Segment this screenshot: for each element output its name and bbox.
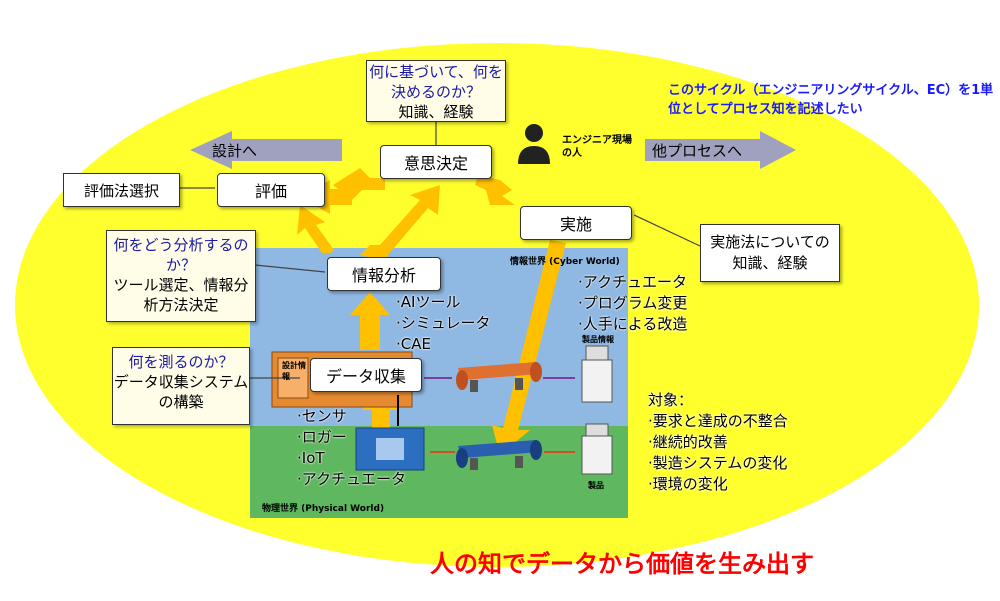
physical-world-area [250, 426, 628, 518]
arrow-machine-to-collection [362, 388, 400, 430]
product-label: 製品 [588, 481, 604, 490]
target-item: ·環境の変化 [648, 475, 728, 493]
question-analysis-text: 何をどう分析するのか？ [113, 236, 249, 274]
machine-tool [355, 427, 425, 471]
analysis-box: 情報分析 [327, 257, 441, 291]
action-item: ·プログラム変更 [578, 294, 688, 312]
engineer-head [525, 124, 543, 142]
sensor-list: ·センサ ·ロガー ·IoT ·アクチュエータ [297, 406, 406, 490]
tools-item: ·CAE [396, 335, 431, 353]
arrow-implementation-to-line [492, 240, 566, 455]
product-info-label: 製品情報 [582, 335, 614, 344]
tools-item: ·AIツール [396, 293, 461, 311]
question-decision-text: 何に基づいて、何を決めるのか？ [369, 63, 503, 101]
target-title: 対象： [648, 391, 694, 409]
sensor-item: ·センサ [297, 407, 347, 425]
question-decision-note: 何に基づいて、何を決めるのか？ 知識、経験 [366, 60, 506, 122]
question-measure-answer: データ収集システムの構築 [113, 373, 249, 411]
arrow-analysis-to-evaluation [297, 205, 334, 253]
sensor-item: ·アクチュエータ [297, 470, 407, 488]
tools-list: ·AIツール ·シミュレータ ·CAE [396, 292, 490, 355]
arrow-collection-to-analysis [350, 292, 390, 350]
sensor-item: ·ロガー [297, 428, 347, 446]
sensor-item: ·IoT [297, 449, 325, 467]
engineer-label: エンジニア現場の人 [562, 135, 632, 159]
decision-box: 意思決定 [380, 145, 492, 179]
question-decision-answer: 知識、経験 [398, 103, 474, 121]
cyber-world-label: 情報世界 (Cyber World) [510, 257, 620, 267]
printer-upper [581, 345, 613, 403]
eval-method-box: 評価法選択 [63, 173, 180, 207]
question-measure-note: 何を測るのか？ データ収集システムの構築 [112, 347, 250, 425]
target-item: ·要求と達成の不整合 [648, 412, 788, 430]
collection-box: データ収集 [310, 358, 422, 392]
tools-item: ·シミュレータ [396, 314, 491, 332]
impl-knowledge-box: 実施法についての知識、経験 [700, 224, 840, 282]
design-arrow-label: 設計へ [212, 142, 258, 160]
arrow-decision-to-implementation [475, 175, 515, 205]
engineer-body [518, 146, 550, 164]
implementation-box: 実施 [520, 206, 632, 240]
action-item: ·人手による改造 [578, 315, 688, 333]
arrow-eval-to-decision-left [300, 180, 352, 214]
upper-conveyor [456, 362, 542, 392]
cycle-arrows [297, 168, 566, 455]
design-info-label: 設計情報 [282, 361, 306, 381]
cycle-note: このサイクル（エンジニアリングサイクル、EC）を1単位としてプロセス知を記述した… [668, 83, 994, 117]
arrow-analysis-to-decision [360, 185, 440, 262]
target-list: 対象： ·要求と達成の不整合 ·継続的改善 ·製造システムの変化 ·環境の変化 [648, 390, 788, 495]
physical-world-label: 物理世界 (Physical World) [262, 504, 385, 514]
other-process-arrow-label: 他プロセスへ [652, 142, 743, 160]
question-analysis-answer: ツール選定、情報分析方法決定 [113, 276, 249, 314]
target-item: ·継続的改善 [648, 433, 728, 451]
design-arrow-shape [190, 131, 342, 169]
bottom-slogan: 人の知でデータから価値を生み出す [430, 550, 814, 578]
action-item: ·アクチュエータ [578, 273, 688, 291]
printer-lower [581, 423, 613, 475]
target-item: ·製造システムの変化 [648, 454, 788, 472]
action-list: ·アクチュエータ ·プログラム変更 ·人手による改造 [578, 272, 687, 335]
question-analysis-note: 何をどう分析するのか？ ツール選定、情報分析方法決定 [106, 230, 256, 322]
evaluation-box: 評価 [217, 173, 325, 207]
lower-conveyor [456, 440, 542, 470]
other-process-arrow-shape [645, 131, 796, 169]
connector-lines [180, 118, 701, 379]
question-measure-text: 何を測るのか？ [128, 353, 234, 371]
arrow-into-decision [333, 168, 385, 200]
